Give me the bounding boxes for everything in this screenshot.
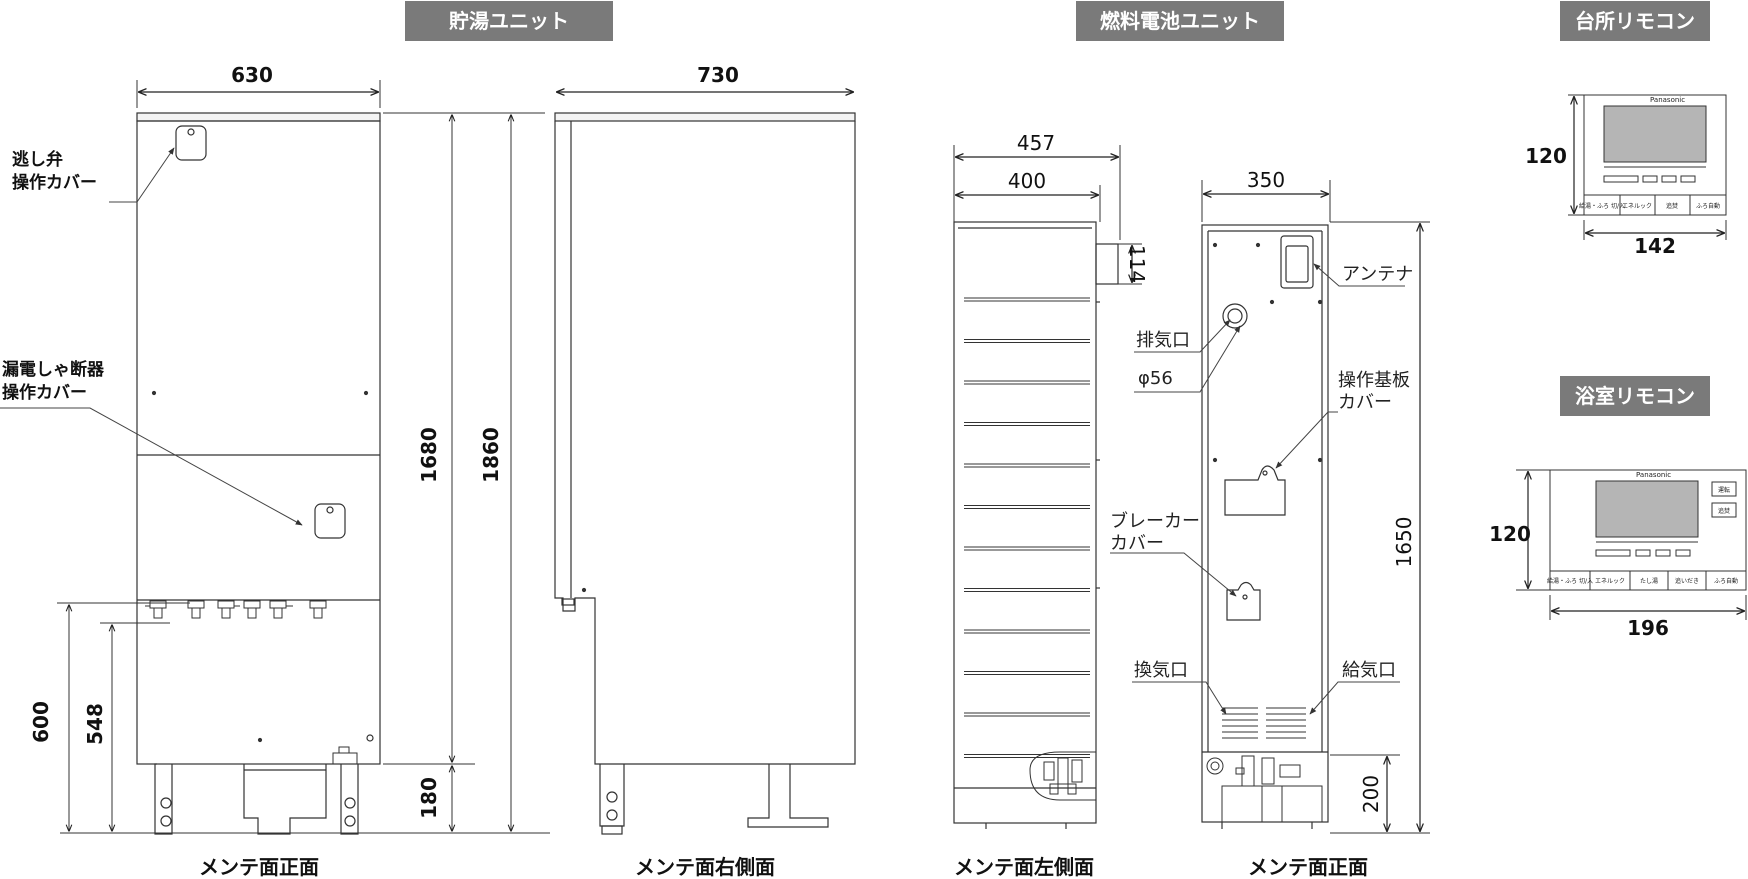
fuel-front-vents	[1222, 707, 1306, 739]
label-ventilation: 換気口	[1134, 660, 1188, 681]
dim-180: 180	[417, 777, 441, 819]
bath-remote	[1549, 469, 1747, 591]
bath-btn-3: たし湯	[1640, 577, 1658, 585]
svg-text:630: 630	[231, 63, 273, 87]
leader-relief-valve	[109, 147, 175, 203]
header-storage-unit: 貯湯ユニット	[405, 1, 613, 41]
bath-side-2: 追焚	[1718, 507, 1730, 515]
dim-1860: 1860	[479, 427, 503, 483]
dim-1650: 1650	[1392, 517, 1416, 568]
caption-storage-front: メンテ面正面	[199, 855, 319, 879]
dim-bath-remote	[1516, 469, 1747, 620]
label-breaker-2: 操作カバー	[2, 382, 87, 403]
fuel-side-louvers	[964, 297, 1090, 759]
caption-storage-right: メンテ面右側面	[635, 855, 775, 879]
fuel-left-view	[953, 221, 1119, 829]
bath-btn-2: エネルック	[1595, 578, 1625, 585]
bath-btn-4: 追いだき	[1675, 577, 1699, 585]
svg-text:浴室リモコン: 浴室リモコン	[1575, 384, 1695, 408]
dim-142: 142	[1634, 234, 1676, 258]
dim-548: 548	[83, 703, 107, 745]
dim-kitchen-120: 120	[1525, 144, 1567, 168]
kitchen-btn-3: 追焚	[1666, 202, 1678, 210]
kitchen-btn-1: 給湯・ふろ 切/入	[1579, 202, 1625, 210]
dim-400: 400	[1008, 169, 1046, 193]
label-air-intake: 給気口	[1342, 660, 1396, 681]
caption-fuel-left: メンテ面左側面	[954, 855, 1094, 879]
fuel-front-pipes	[1206, 755, 1323, 823]
storage-front-view	[136, 112, 381, 835]
label-exhaust: 排気口	[1136, 330, 1190, 351]
label-antenna: アンテナ	[1342, 264, 1413, 285]
pipe-fittings-front	[145, 600, 358, 765]
svg-text:燃料電池ユニット: 燃料電池ユニット	[1100, 9, 1260, 33]
kitchen-btn-2: エネルック	[1622, 203, 1652, 210]
label-phi56: φ56	[1138, 368, 1173, 389]
dim-600: 600	[29, 701, 53, 743]
dim-fuel-depths	[953, 145, 1142, 285]
fuel-side-pipes	[1029, 751, 1097, 801]
fuel-front-leaders	[1110, 263, 1405, 715]
dim-storage-width: 630	[136, 63, 381, 108]
kitchen-brand: Panasonic	[1650, 96, 1685, 104]
dim-storage-heights	[57, 112, 550, 834]
label-relief-valve-2: 操作カバー	[12, 172, 97, 193]
label-board-1: 操作基板	[1338, 370, 1410, 391]
label-relief-valve-1: 逃し弁	[12, 149, 63, 170]
label-breaker-cover-2: カバー	[1110, 533, 1164, 554]
header-bath-remote: 浴室リモコン	[1560, 376, 1710, 416]
dim-114: 114	[1125, 245, 1149, 283]
bath-side-1: 運転	[1718, 486, 1730, 494]
label-breaker-1: 漏電しゃ断器	[2, 359, 105, 380]
header-fuel-cell-unit: 燃料電池ユニット	[1076, 1, 1284, 41]
storage-side-view	[554, 112, 856, 835]
label-breaker-cover-1: ブレーカー	[1110, 510, 1200, 532]
caption-fuel-front: メンテ面正面	[1248, 855, 1368, 879]
dim-1680: 1680	[417, 427, 441, 483]
dim-bath-120: 120	[1489, 522, 1531, 546]
dim-kitchen-remote	[1568, 94, 1727, 240]
dim-457: 457	[1017, 131, 1055, 155]
kitchen-remote	[1583, 94, 1727, 216]
kitchen-btn-4: ふろ自動	[1696, 202, 1720, 210]
fuel-front-view	[1201, 224, 1329, 829]
label-board-2: カバー	[1338, 392, 1392, 413]
bath-btn-5: ふろ自動	[1714, 577, 1738, 585]
dim-fuel-front	[1201, 180, 1430, 834]
dim-200: 200	[1359, 775, 1383, 813]
svg-text:貯湯ユニット: 貯湯ユニット	[449, 9, 569, 33]
svg-text:730: 730	[697, 63, 739, 87]
leader-breaker	[0, 407, 303, 526]
bath-brand: Panasonic	[1636, 471, 1671, 479]
dim-196: 196	[1627, 616, 1669, 640]
legs-front	[154, 763, 359, 835]
dim-350: 350	[1247, 168, 1285, 192]
bath-btn-1: 給湯・ふろ 切/入	[1547, 577, 1593, 585]
svg-text:台所リモコン: 台所リモコン	[1575, 9, 1695, 33]
dim-storage-depth: 730	[557, 63, 853, 92]
header-kitchen-remote: 台所リモコン	[1560, 1, 1710, 41]
